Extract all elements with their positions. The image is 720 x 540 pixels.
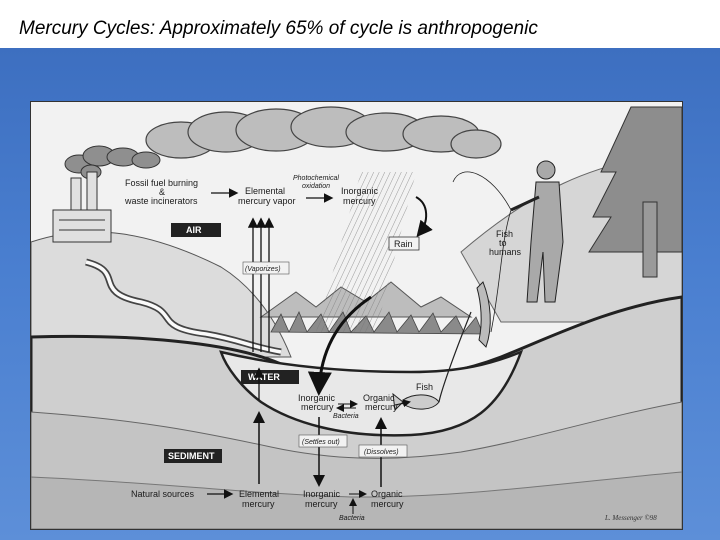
organic-sed-label-1: Organic xyxy=(371,489,403,499)
fish-label: Fish xyxy=(416,382,433,392)
fossil-fuel-label-1: Fossil fuel burning xyxy=(125,178,198,188)
air-zone-label: AIR xyxy=(186,225,202,235)
fossil-fuel-label-3: waste incinerators xyxy=(124,196,198,206)
rain-label: Rain xyxy=(394,239,413,249)
arrow-rain-to-water xyxy=(307,295,372,396)
air-zone-box xyxy=(171,223,221,237)
bacteria-sed-label: Bacteria xyxy=(339,515,365,522)
fish-humans-label-2: to xyxy=(499,238,507,248)
cloud-bank xyxy=(145,106,502,159)
inorganic-sed-label-1: Inorganic xyxy=(303,489,341,499)
vaporizes-box xyxy=(242,261,290,275)
elemental-vapor-label-2: mercury vapor xyxy=(238,196,296,206)
dissolves-label: (Dissolves) xyxy=(364,449,399,456)
inorganic-sed-label-2: mercury xyxy=(305,499,338,509)
elemental-sed-label-1: Elemental xyxy=(239,489,279,499)
mercury-cycle-diagram: AIR WATER SEDIMENT Fossil fuel burning &… xyxy=(30,101,683,530)
settles-out-label: (Settles out) xyxy=(302,439,340,446)
fisherman-icon xyxy=(510,160,564,303)
leaping-fish-icon xyxy=(476,281,491,348)
slide-title: Mercury Cycles: Approximately 65% of cyc… xyxy=(19,18,538,39)
fishing-line xyxy=(452,171,512,333)
fish-icon xyxy=(392,392,440,412)
elemental-sed-label-2: mercury xyxy=(242,499,275,509)
arrow-inorganic-to-rain xyxy=(415,196,433,238)
factory-icon xyxy=(52,171,112,243)
vaporizes-label: (Vaporizes) xyxy=(245,266,281,273)
tree-icon xyxy=(588,106,682,278)
elemental-vapor-label-1: Elemental xyxy=(245,186,285,196)
inorganic-water-label-1: Inorganic xyxy=(298,393,336,403)
natural-sources-label: Natural sources xyxy=(131,489,195,499)
arrow-organic-to-fish xyxy=(394,399,411,408)
fish-humans-label-1: Fish xyxy=(496,229,513,239)
organic-sed-label-2: mercury xyxy=(371,499,404,509)
fish-food-chain-line xyxy=(438,311,472,403)
settles-out-box xyxy=(298,434,348,448)
organic-water-label-1: Organic xyxy=(363,393,395,403)
fossil-fuel-label-2: & xyxy=(159,187,165,197)
fish-humans-label-3: humans xyxy=(489,247,522,257)
organic-water-label-2: mercury xyxy=(365,402,398,412)
smoke-plume xyxy=(64,145,161,180)
photochemical-label-2: oxidation xyxy=(302,183,330,190)
inorganic-air-label-2: mercury xyxy=(343,196,376,206)
inorganic-air-label-1: Inorganic xyxy=(341,186,379,196)
river-inner xyxy=(85,260,282,354)
inorganic-water-label-2: mercury xyxy=(301,402,334,412)
rain-shading xyxy=(316,172,416,332)
bacteria-water-label: Bacteria xyxy=(333,413,359,420)
rain-box xyxy=(388,236,420,251)
artist-signature: L. Messenger ©98 xyxy=(604,514,657,522)
photochemical-label-1: Photochemical xyxy=(293,175,339,182)
sediment-zone-label: SEDIMENT xyxy=(168,451,215,461)
sediment-zone-box xyxy=(164,449,222,463)
water-zone-label: WATER xyxy=(248,372,280,382)
dissolves-box xyxy=(358,444,408,458)
diagram-canvas: AIR WATER SEDIMENT Fossil fuel burning &… xyxy=(31,106,682,529)
